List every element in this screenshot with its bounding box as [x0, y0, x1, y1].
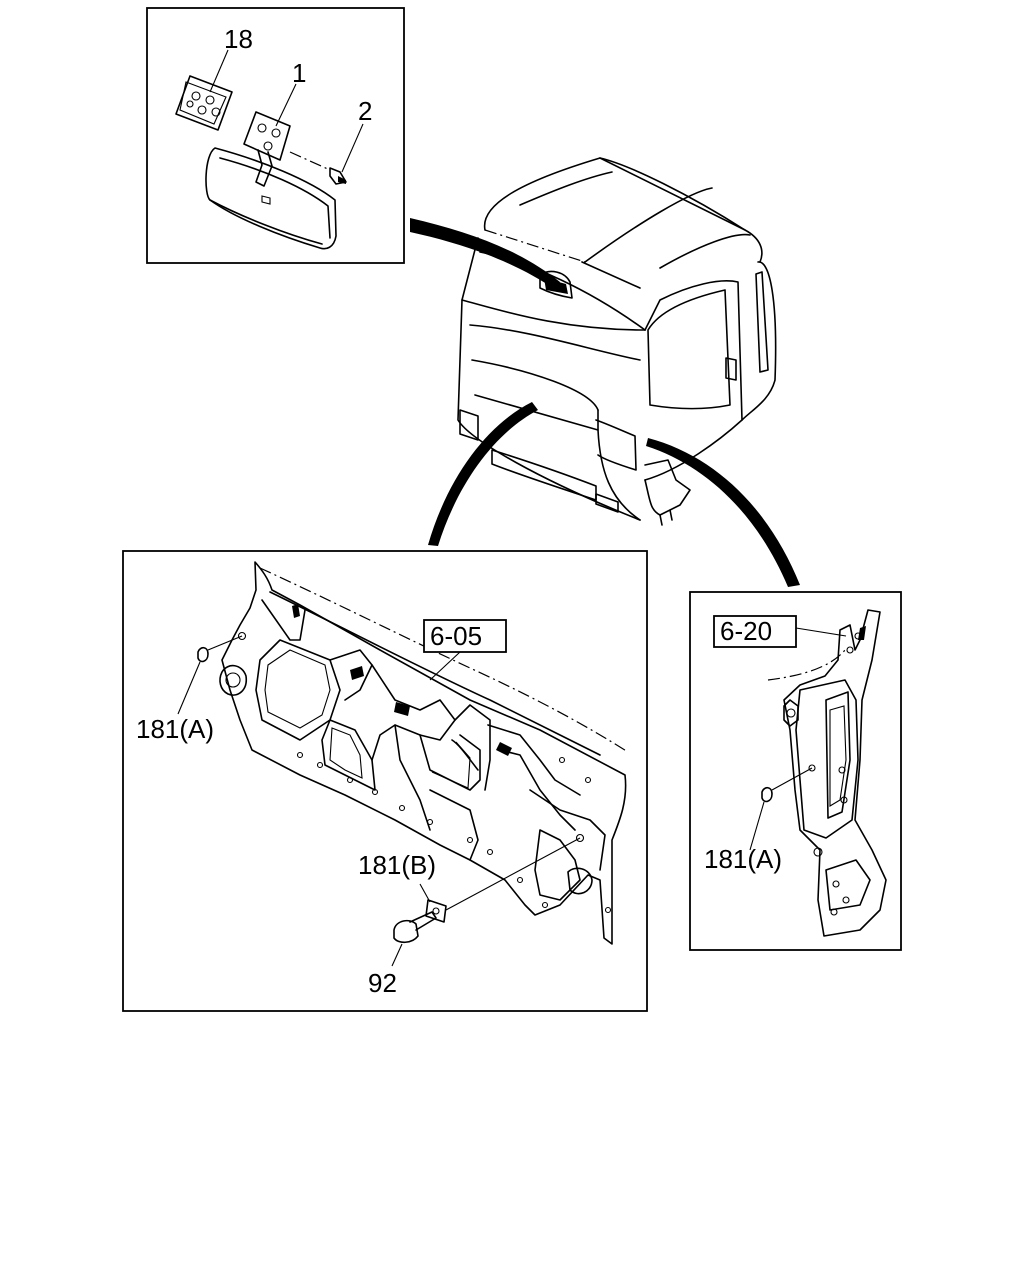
- plug-pillar-part: [761, 786, 773, 803]
- cowl-panel-inset-frame: [122, 550, 648, 1012]
- mirror-screw-part: [289, 151, 347, 185]
- mirror-inset: 18 1 2: [146, 7, 405, 264]
- arc-to-mirror-inset: [410, 218, 560, 290]
- callout-bolt: 92: [368, 968, 397, 998]
- mirror-inset-frame: [146, 7, 405, 264]
- pillar-inset: 6-20 181(A): [689, 591, 902, 951]
- callout-mirror-bracket: 1: [292, 58, 306, 88]
- plug-cowl-part: [197, 646, 209, 663]
- ref-pillar-box: [713, 615, 797, 648]
- bolt-part: [393, 911, 437, 944]
- callout-ref-pillar: 6-20: [720, 616, 772, 646]
- cowl-panel-part: [219, 561, 629, 945]
- mirror-pad-part: [175, 75, 233, 131]
- truck-cab: [457, 157, 777, 526]
- plug-b-part: [425, 899, 447, 923]
- callout-mirror-pad: 18: [224, 24, 253, 54]
- callout-plug-b: 181(B): [358, 850, 436, 880]
- cowl-panel-inset: 6-05 181(A) 181(B) 92: [122, 550, 648, 1012]
- callout-plug-cowl: 181(A): [136, 714, 214, 744]
- callout-mirror-screw: 2: [358, 96, 372, 126]
- mirror-body-part: [205, 147, 337, 250]
- callout-ref-cowl: 6-05: [430, 621, 482, 651]
- arc-to-cowl-inset: [428, 402, 538, 546]
- callout-plug-pillar: 181(A): [704, 844, 782, 874]
- arc-to-pillar-inset: [646, 438, 800, 587]
- leader-arcs: [410, 218, 800, 587]
- pillar-part: [767, 609, 887, 937]
- ref-cowl-box: [423, 619, 507, 653]
